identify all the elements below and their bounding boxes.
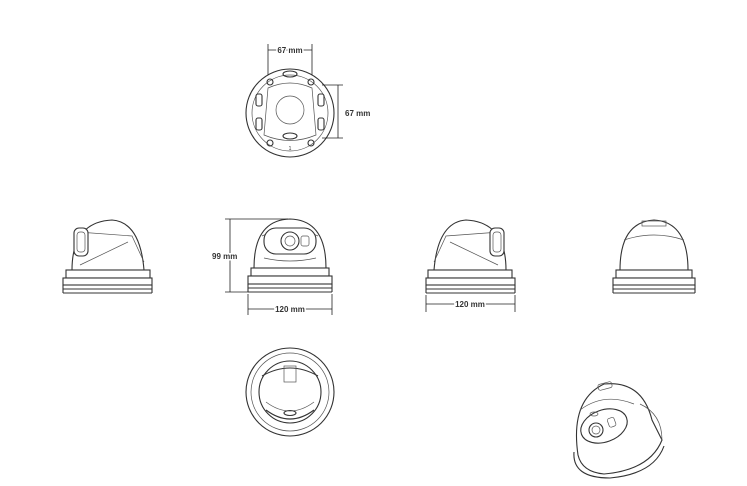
mount-label: 1 bbox=[289, 146, 292, 152]
rear-view bbox=[612, 219, 696, 294]
left-side-view bbox=[62, 219, 153, 294]
side-width-label: 120 mm bbox=[455, 300, 485, 309]
front-view: 99 mm 120 mm bbox=[211, 218, 333, 316]
top-view: 1 67 mm 67 mm bbox=[245, 44, 370, 158]
top-width-label: 67 mm bbox=[277, 46, 302, 55]
top-height-label: 67 mm bbox=[345, 109, 370, 118]
bottom-view bbox=[245, 347, 335, 437]
perspective-view bbox=[573, 381, 665, 479]
right-side-view: 120 mm bbox=[425, 219, 516, 312]
front-width-label: 120 mm bbox=[275, 305, 305, 314]
front-height-label: 99 mm bbox=[212, 252, 237, 261]
